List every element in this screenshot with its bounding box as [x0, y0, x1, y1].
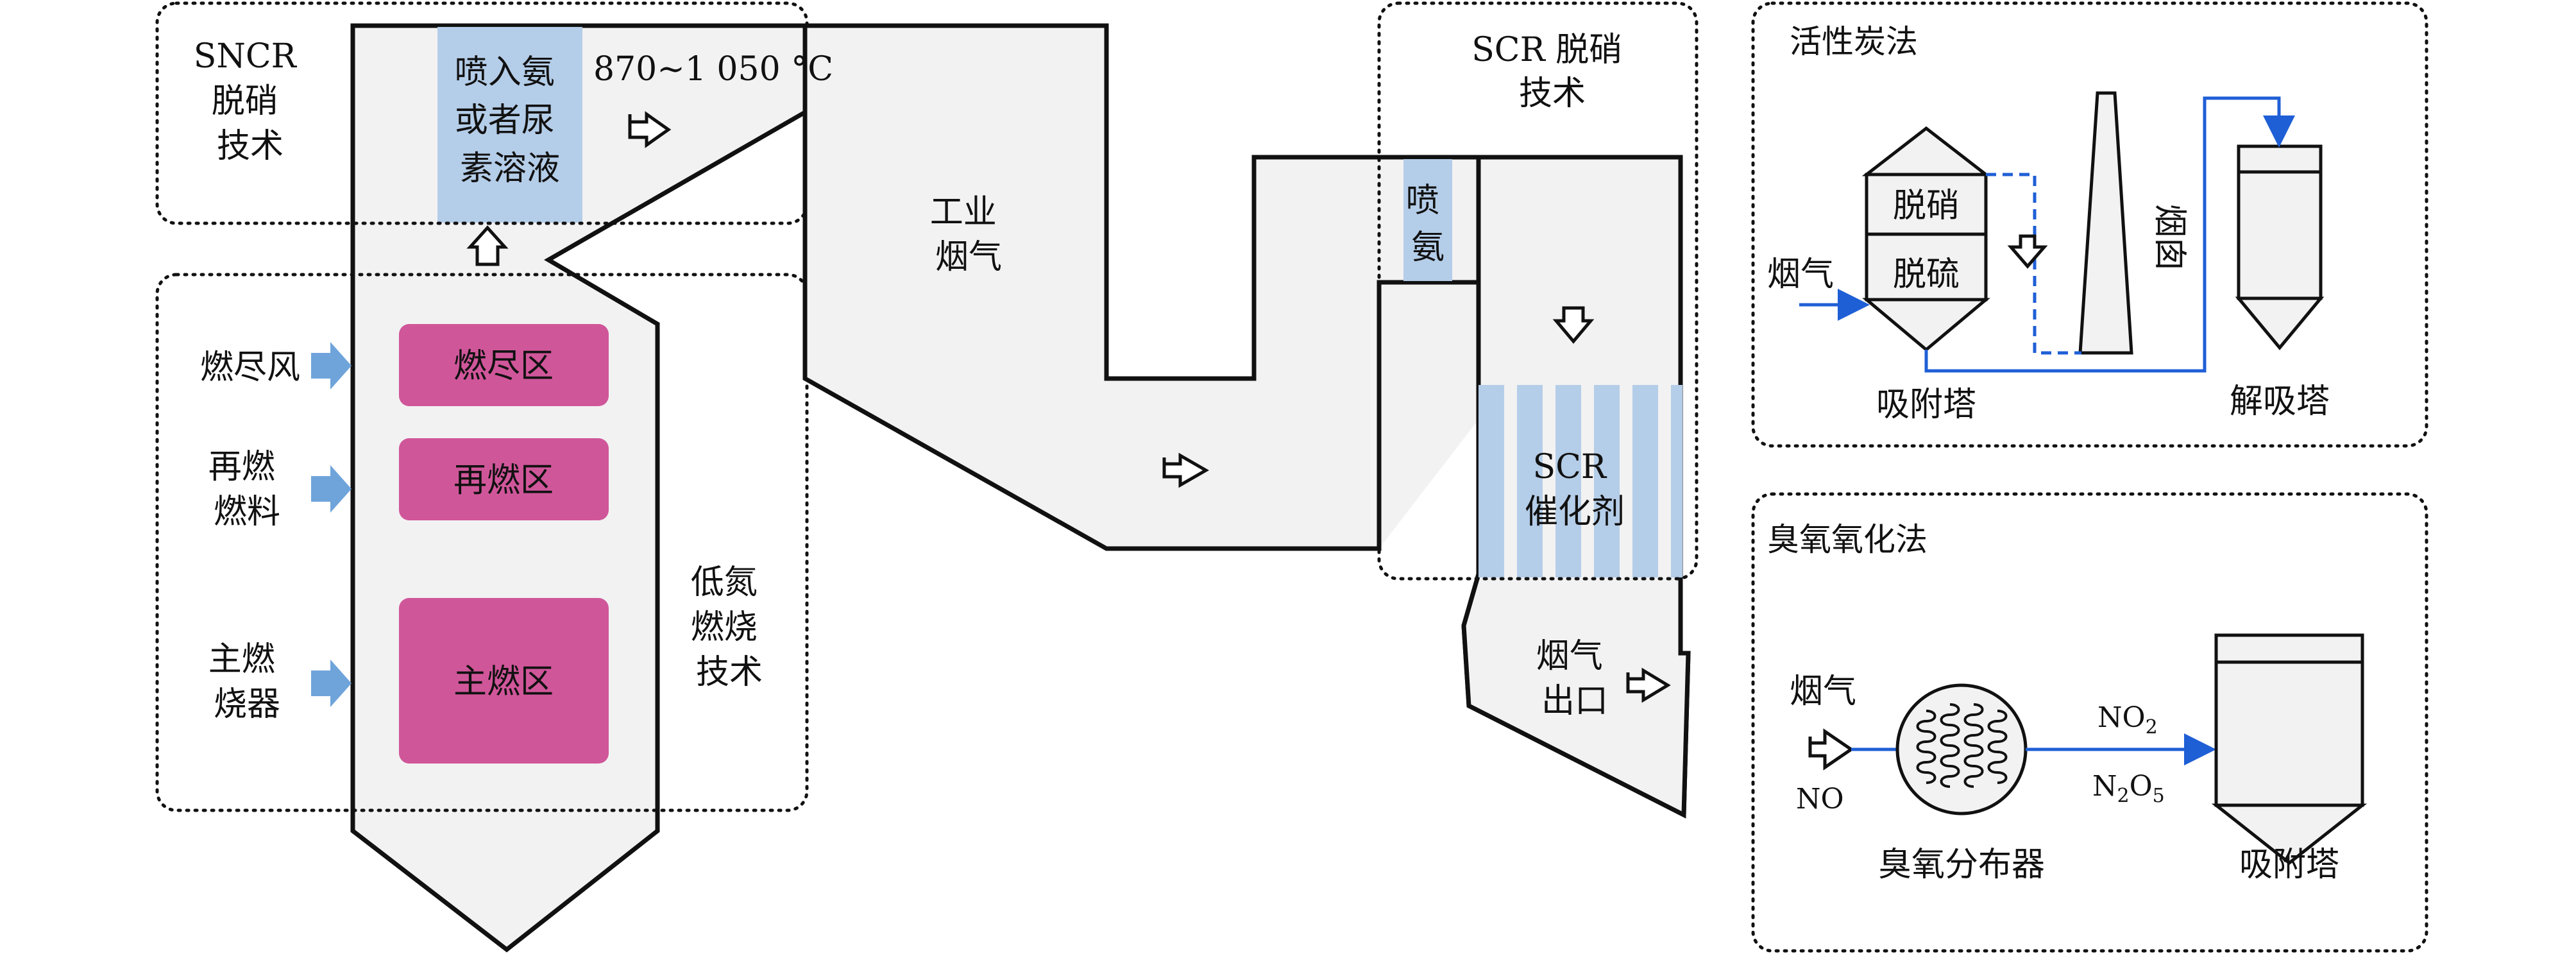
- scr-catalyst-label: SCR 催化剂: [1525, 448, 1625, 531]
- ozone-oxidation-panel: [1751, 492, 2428, 953]
- main-zone-label: 主燃区: [453, 663, 554, 701]
- reburn-zone-label: 再燃区: [453, 461, 554, 500]
- burnout-zone-label: 燃尽区: [453, 347, 554, 386]
- ozone-inlet-label: 烟气: [1790, 672, 1856, 711]
- ozone-title: 臭氧氧化法: [1767, 521, 1928, 558]
- scr-flow-down-arrow-icon: [1552, 306, 1595, 344]
- ozone-distributor: [1895, 683, 2028, 815]
- desulfurization-section-label: 脱硫: [1893, 255, 1960, 294]
- reburn-zone: [399, 438, 609, 520]
- sncr-temperature: 870~1 050 °C: [593, 50, 833, 89]
- flue-gas-label: 工业 烟气: [930, 193, 1008, 277]
- stack-flow-down-arrow-icon: [2007, 234, 2048, 269]
- adsorption-tower: [1861, 126, 1991, 352]
- flue-gas-outlet-label: 烟气 出口: [1536, 637, 1614, 721]
- sncr-title: SNCR 脱硝 技术: [194, 37, 307, 166]
- scr-ammonia-label: 喷 氨: [1406, 182, 1450, 267]
- desorption-tower-label: 解吸塔: [2230, 382, 2330, 421]
- flow-right-arrow-icon: [628, 111, 672, 148]
- ac-flue-gas-label: 烟气: [1767, 255, 1834, 294]
- main-combustion-zone: [399, 598, 609, 764]
- scr-ammonia-injection: [1403, 159, 1452, 281]
- activated-carbon-panel: [1751, 1, 2428, 448]
- main-burner-arrow-icon: [311, 660, 352, 707]
- sncr-injection-zone: [437, 27, 582, 223]
- stack-label: 烟囱: [2150, 204, 2189, 271]
- reburn-fuel-arrow-icon: [311, 465, 352, 513]
- clean-gas-dashed-line: [1986, 173, 2081, 355]
- outlet-flow-arrow-icon: [1626, 667, 1671, 703]
- ozone-adsorption-tower-label: 吸附塔: [2239, 846, 2339, 884]
- scr-title: SCR 脱硝 技术: [1471, 31, 1633, 113]
- ac-adsorption-tower-label: 吸附塔: [1876, 386, 1976, 424]
- desorption-tower: [2235, 144, 2325, 350]
- adsorbent-transfer-line: [1924, 96, 2295, 373]
- ozone-inlet-species: NO: [1796, 783, 1844, 815]
- main-burner-label: 主燃 烧器: [208, 640, 286, 724]
- low-nox-dotted-box: [155, 273, 809, 812]
- scr-dotted-box: [1377, 1, 1699, 581]
- reburn-fuel-label: 再燃 燃料: [208, 448, 286, 531]
- ozone-distributor-label: 臭氧分布器: [1878, 846, 2045, 884]
- flow-up-arrow-icon: [466, 225, 509, 266]
- denox-section-label: 脱硝: [1893, 187, 1960, 225]
- no2-species-label: NO2: [2097, 701, 2158, 738]
- stack: [2078, 91, 2133, 355]
- low-nox-label: 低氮 燃烧 技术: [691, 563, 768, 692]
- ozone-adsorption-tower: [2211, 633, 2368, 866]
- burnout-zone: [399, 324, 609, 406]
- sncr-injection-label: 喷入氨 或者尿 素溶液: [455, 53, 566, 188]
- n2o5-species-label: N2O5: [2092, 770, 2165, 807]
- activated-carbon-title: 活性炭法: [1790, 23, 1918, 60]
- overfire-air-label: 燃尽风: [200, 348, 300, 387]
- ozone-inlet-arrow-icon: [1808, 728, 1854, 771]
- overfire-air-arrow-icon: [311, 342, 352, 389]
- duct-flow-arrow-icon: [1162, 452, 1210, 488]
- scr-catalyst-bed: [1479, 385, 1682, 577]
